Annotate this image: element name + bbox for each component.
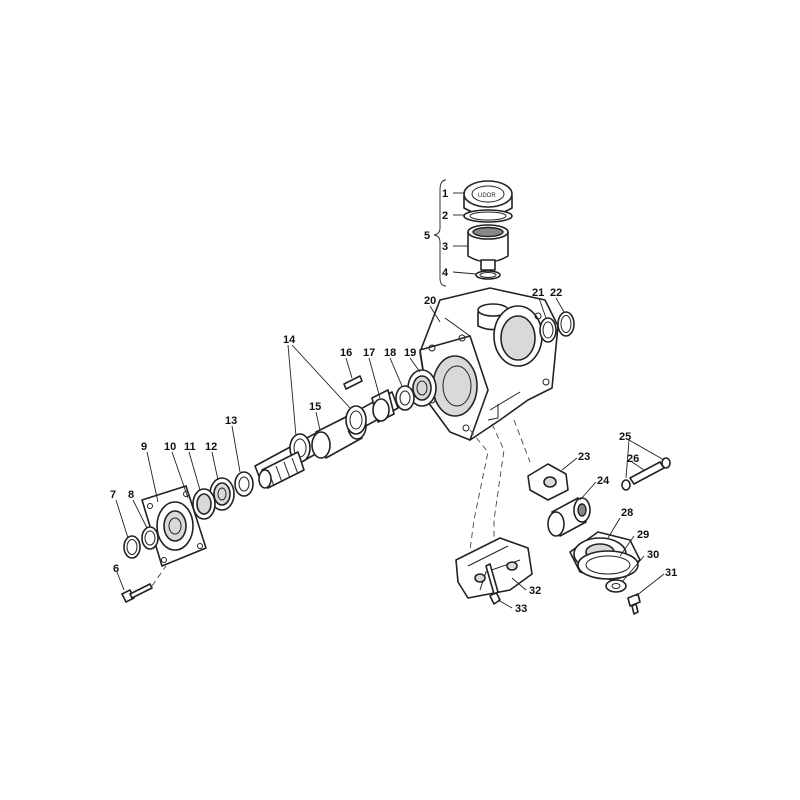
key-16 <box>343 375 363 390</box>
callout-2: 2 <box>442 210 448 222</box>
seal-ring-22 <box>557 311 575 337</box>
callout-labels: 1 2 3 4 5 6 7 8 9 10 11 12 13 14 15 16 1… <box>110 188 677 615</box>
brace-5 <box>433 179 447 287</box>
callout-17: 17 <box>363 347 375 359</box>
washer-18 <box>395 385 415 411</box>
bracket-32 <box>455 537 533 599</box>
snap-ring-7 <box>123 535 141 559</box>
bushing-24 <box>547 497 591 537</box>
gearbox-housing <box>419 287 559 441</box>
seal-8 <box>141 526 159 550</box>
callout-13: 13 <box>225 415 237 427</box>
guide-line-3 <box>513 419 531 463</box>
callout-10: 10 <box>164 441 176 453</box>
bolt-6-guide <box>151 565 167 587</box>
callout-24: 24 <box>597 475 610 487</box>
callout-16: 16 <box>340 347 352 359</box>
callout-6: 6 <box>113 563 119 575</box>
callout-31: 31 <box>665 567 677 579</box>
snap-ring-21 <box>539 317 557 343</box>
callout-15: 15 <box>309 401 321 413</box>
callout-23: 23 <box>578 451 590 463</box>
callout-4: 4 <box>442 267 449 279</box>
washer-30 <box>605 579 627 593</box>
leader-lines <box>115 192 665 609</box>
callout-29: 29 <box>637 529 649 541</box>
bolt-33 <box>485 563 501 605</box>
callout-26: 26 <box>627 453 639 465</box>
callout-8: 8 <box>128 489 134 501</box>
shaft-assembly <box>209 369 437 511</box>
o-ring-4 <box>475 270 501 280</box>
guide-line-2 <box>491 423 505 548</box>
cap-gasket <box>463 209 513 223</box>
bracket-23 <box>527 463 569 501</box>
bearing-19 <box>407 369 437 407</box>
callout-7: 7 <box>110 489 116 501</box>
callout-20: 20 <box>424 295 436 307</box>
clip-25-a <box>621 479 631 491</box>
cap-marking: UDOR <box>478 193 496 199</box>
callout-33: 33 <box>515 603 527 615</box>
callout-11: 11 <box>184 441 196 453</box>
callout-1: 1 <box>442 188 448 200</box>
callout-22: 22 <box>550 287 562 299</box>
callout-12: 12 <box>205 441 217 453</box>
pin-26 <box>629 461 665 485</box>
callout-14: 14 <box>283 334 296 346</box>
callout-32: 32 <box>529 585 541 597</box>
screw-31 <box>627 593 641 615</box>
callout-25: 25 <box>619 431 631 443</box>
callout-3: 3 <box>442 241 448 253</box>
callout-28: 28 <box>621 507 633 519</box>
bolt-6 <box>121 583 153 603</box>
bearing-10-11 <box>192 488 216 520</box>
shaft-gear-17 <box>371 389 395 423</box>
callout-19: 19 <box>404 347 416 359</box>
strainer-body <box>467 224 509 271</box>
callout-30: 30 <box>647 549 659 561</box>
callout-5: 5 <box>424 230 430 242</box>
washer-13 <box>234 471 254 497</box>
callout-9: 9 <box>141 441 147 453</box>
guide-line-1 <box>469 429 489 551</box>
filler-cap-group: UDOR <box>433 179 513 308</box>
splined-shaft-end <box>258 451 305 489</box>
callout-18: 18 <box>384 347 396 359</box>
ring-14-a <box>345 405 367 435</box>
clip-25-b <box>661 457 671 469</box>
callout-21: 21 <box>532 287 544 299</box>
diaphragm-29 <box>577 550 639 580</box>
